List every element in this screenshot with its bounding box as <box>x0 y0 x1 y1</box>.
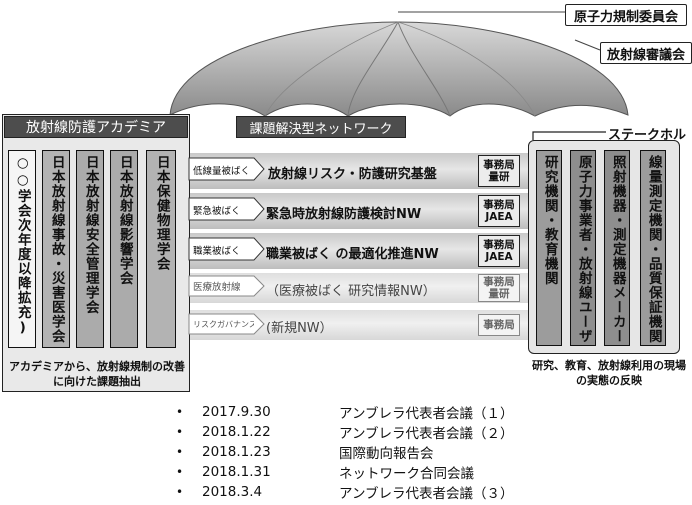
schedule-bullet: • <box>176 405 184 419</box>
stakeholder-note: 研究、教育、放射線利用の現場の実態の反映 <box>532 359 686 387</box>
schedule-item: • 2018.1.31 ネットワーク合同会議 <box>176 462 596 482</box>
network-tag: 医療放射線 <box>193 282 241 293</box>
stakeholder-column: 研究機関・教育機関 <box>536 150 562 346</box>
schedule-list: • 2017.9.30 アンブレラ代表者会議（１） • 2018.1.22 アン… <box>176 402 596 502</box>
tag-arrow <box>188 197 265 221</box>
office-label: 事務局 <box>483 158 515 171</box>
schedule-date: 2017.9.30 <box>202 404 271 420</box>
stakeholder-column-label: 線量測定機関・品質保証機関 <box>645 155 662 344</box>
tag-arrow <box>188 275 265 297</box>
schedule-date: 2018.1.23 <box>202 444 271 460</box>
network-tag: リスクガバナンス <box>193 319 254 329</box>
network-title-text: （医療被ばく 研究情報NW） <box>266 284 436 299</box>
stakeholder-column-label: 原子力事業者・放射線ユーザ <box>575 155 592 344</box>
office-box: 事務局 <box>478 314 520 336</box>
council-label: 放射線審議会 <box>600 42 692 64</box>
academia-column-label: 日本放射線影響学会 <box>116 155 133 286</box>
office-label: 事務局 <box>483 238 515 251</box>
network-tag: 職業被ばく <box>193 246 241 257</box>
network-title-text: (新規NW） <box>266 321 333 336</box>
academia-column-label: 日本放射線事故・災害医学会 <box>48 155 65 344</box>
office-box: 事務局 JAEA <box>478 235 520 267</box>
office-box: 事務局 JAEA <box>478 195 520 227</box>
network-title-text: 緊急時放射線防護検討NW <box>266 207 422 222</box>
committee-label: 原子力規制委員会 <box>565 4 687 26</box>
schedule-item: • 2018.1.23 国際動向報告会 <box>176 442 596 462</box>
office-label: 事務局 <box>483 275 515 288</box>
schedule-date: 2018.1.22 <box>202 424 271 440</box>
academia-column: 日本放射線影響学会 <box>110 150 138 348</box>
schedule-bullet: • <box>176 445 184 459</box>
schedule-bullet: • <box>176 485 184 499</box>
tag-arrow <box>188 157 265 181</box>
academia-title: 放射線防護アカデミア <box>4 116 188 138</box>
network-title-text: 放射線リスク・防護研究基盤 <box>268 167 437 182</box>
office-org: JAEA <box>485 251 513 263</box>
schedule-event: アンブレラ代表者会議（２） <box>339 426 514 442</box>
network-tag: 緊急被ばく <box>193 206 241 217</box>
office-org: JAEA <box>485 211 513 223</box>
academia-note: アカデミアから、放射線規制の改善に向けた課題抽出 <box>9 360 185 388</box>
stakeholder-column-label: 研究機関・教育機関 <box>541 155 558 286</box>
office-org: 量研 <box>488 171 510 183</box>
academia-column: 日本放射線事故・災害医学会 <box>42 150 70 348</box>
network-title: 課題解決型ネットワーク <box>236 116 406 138</box>
schedule-event: アンブレラ代表者会議（３） <box>339 486 514 502</box>
academia-column-label: ○○学会次年度以降拡充) <box>14 155 31 337</box>
stakeholder-column-label: 照射機器・測定機器メーカー <box>609 155 626 344</box>
schedule-event: 国際動向報告会 <box>339 446 434 462</box>
tag-arrow <box>188 237 265 261</box>
stakeholder-column: 線量測定機関・品質保証機関 <box>640 150 666 346</box>
schedule-event: ネットワーク合同会議 <box>339 466 474 482</box>
office-org: 量研 <box>488 288 510 300</box>
schedule-bullet: • <box>176 425 184 439</box>
academia-column: 日本保健物理学会 <box>146 150 176 348</box>
academia-column-label: 日本保健物理学会 <box>153 155 170 271</box>
umbrella-canopy <box>169 21 629 117</box>
schedule-item: • 2018.1.22 アンブレラ代表者会議（２） <box>176 422 596 442</box>
schedule-date: 2018.1.31 <box>202 464 271 480</box>
schedule-item: • 2018.3.4 アンブレラ代表者会議（３） <box>176 482 596 502</box>
stakeholder-column: 原子力事業者・放射線ユーザ <box>570 150 596 346</box>
schedule-event: アンブレラ代表者会議（１） <box>339 406 514 422</box>
academia-column: ○○学会次年度以降拡充) <box>8 150 36 348</box>
office-box: 事務局 量研 <box>478 274 520 302</box>
office-box: 事務局 量研 <box>478 155 520 187</box>
office-label: 事務局 <box>483 198 515 211</box>
office-label: 事務局 <box>483 318 515 331</box>
schedule-item: • 2017.9.30 アンブレラ代表者会議（１） <box>176 402 596 422</box>
tag-arrow <box>188 313 265 335</box>
stakeholder-column: 照射機器・測定機器メーカー <box>604 150 630 346</box>
network-title-text: 職業被ばく の最適化推進NW <box>266 247 439 262</box>
schedule-date: 2018.3.4 <box>202 484 263 500</box>
network-arrows <box>188 157 265 335</box>
academia-column: 日本放射線安全管理学会 <box>76 150 104 348</box>
schedule-bullet: • <box>176 465 184 479</box>
network-tag: 低線量被ばく <box>193 166 251 177</box>
academia-column-label: 日本放射線安全管理学会 <box>82 155 99 315</box>
